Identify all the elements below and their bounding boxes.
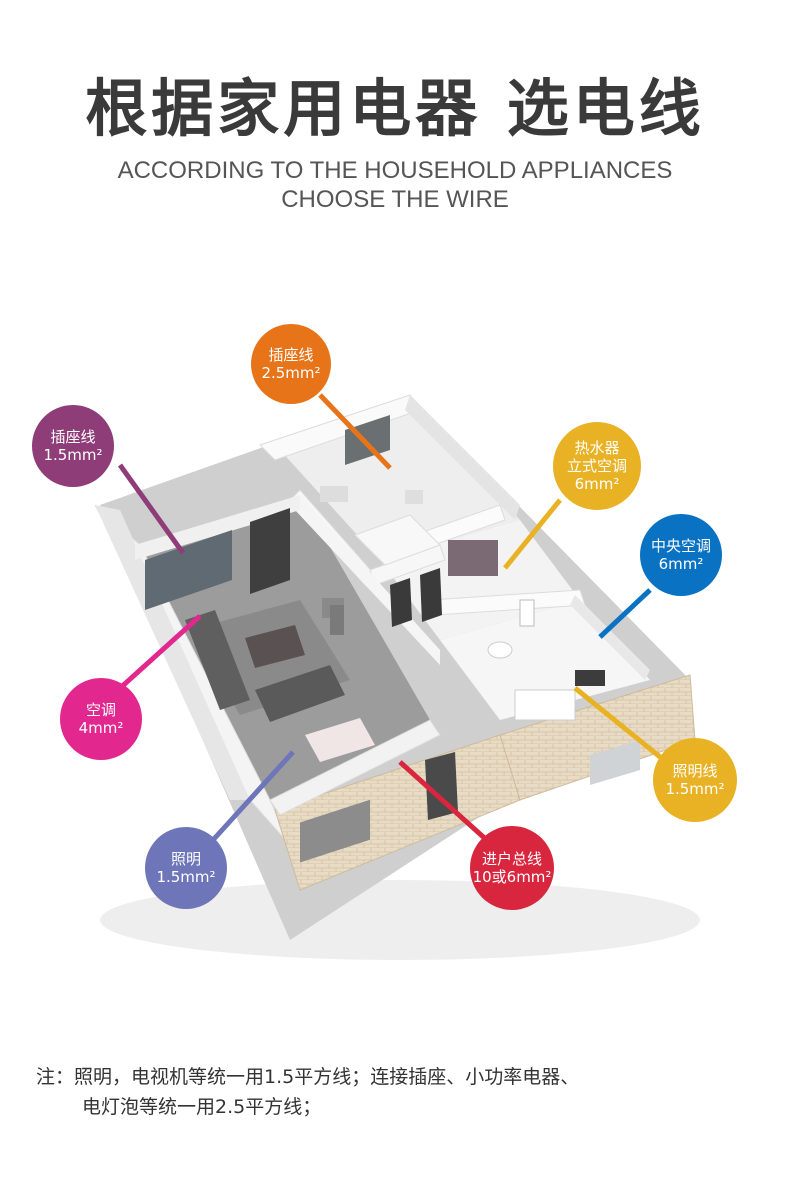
label-water-heater-size: 6mm² xyxy=(574,475,620,493)
nightstand xyxy=(405,490,423,504)
label-socket-1-5-name: 插座线 xyxy=(50,428,96,446)
leader-lighting-wire xyxy=(573,686,672,767)
leader-main-line xyxy=(398,760,492,845)
label-ac-4-name: 空调 xyxy=(85,701,116,719)
bedroom-window xyxy=(345,415,390,465)
front-window xyxy=(300,799,370,863)
label-central-ac-name: 中央空调 xyxy=(650,537,711,555)
label-main-line-name: 进户总线 xyxy=(481,850,542,868)
leader-socket-25 xyxy=(318,393,392,470)
leader-central-ac xyxy=(598,588,652,639)
label-water-heater: 热水器 立式空调 6mm² xyxy=(553,422,641,510)
leader-water-heater xyxy=(503,498,562,570)
label-central-ac: 中央空调 6mm² xyxy=(640,514,722,596)
label-socket-2-5-name: 插座线 xyxy=(268,346,314,364)
chair-2 xyxy=(330,605,344,635)
label-socket-1-5: 插座线 1.5mm² xyxy=(32,405,114,487)
label-socket-2-5: 插座线 2.5mm² xyxy=(251,324,331,404)
footnote-line-2: 电灯泡等统一用2.5平方线； xyxy=(82,1096,322,1118)
living-door xyxy=(250,508,290,594)
footnote-line-1: 注：照明，电视机等统一用1.5平方线；连接插座、小功率电器、 xyxy=(36,1066,580,1088)
label-ac-4-size: 4mm² xyxy=(78,719,124,737)
living-window xyxy=(145,530,232,610)
wall-front-living xyxy=(269,719,441,816)
footnote: 注：照明，电视机等统一用1.5平方线；连接插座、小功率电器、 电灯泡等统一用2.… xyxy=(36,1062,756,1122)
sofa-left xyxy=(185,610,250,710)
label-lighting-name: 照明 xyxy=(170,850,201,868)
label-main-line: 进户总线 10或6mm² xyxy=(470,826,554,910)
coffee-table xyxy=(245,625,305,668)
water-heater-unit xyxy=(519,599,535,627)
label-lighting-size: 1.5mm² xyxy=(156,868,216,886)
clothes-rack xyxy=(448,540,498,576)
label-water-heater-name: 热水器 xyxy=(574,439,620,457)
sofa-front xyxy=(255,665,345,722)
label-socket-2-5-size: 2.5mm² xyxy=(261,364,321,382)
wall-bedroom-right xyxy=(405,395,520,520)
bed xyxy=(354,514,441,566)
bathtub xyxy=(514,689,576,721)
label-lighting-wire-size: 1.5mm² xyxy=(665,780,725,798)
page-title: 根据家用电器 选电线 xyxy=(85,72,705,145)
leader-lighting xyxy=(211,750,295,842)
label-socket-1-5-size: 1.5mm² xyxy=(43,446,103,464)
page-subtitle: ACCORDING TO THE HOUSEHOLD APPLIANCES CH… xyxy=(0,156,790,214)
label-central-ac-size: 6mm² xyxy=(658,555,704,573)
label-water-heater-name-2: 立式空调 xyxy=(566,457,627,475)
toilet xyxy=(487,641,513,659)
closet-door xyxy=(390,578,412,627)
front-door xyxy=(425,752,458,820)
label-lighting-wire-name: 照明线 xyxy=(672,762,718,780)
label-main-line-size: 10或6mm² xyxy=(472,868,552,886)
subtitle-line-2: CHOOSE THE WIRE xyxy=(281,186,509,213)
label-ac-4: 空调 4mm² xyxy=(60,678,142,760)
wall-bath-right xyxy=(570,595,650,680)
dining-table xyxy=(305,718,375,762)
desk xyxy=(320,486,348,502)
subtitle-line-1: ACCORDING TO THE HOUSEHOLD APPLIANCES xyxy=(117,157,673,184)
side-window xyxy=(590,740,640,785)
label-lighting-wire: 照明线 1.5mm² xyxy=(653,738,737,822)
left-wall-face xyxy=(95,505,250,800)
label-lighting: 照明 1.5mm² xyxy=(145,827,227,909)
kitchen-unit xyxy=(575,670,605,686)
leader-ac-4 xyxy=(116,614,202,692)
leader-socket-15 xyxy=(117,463,186,555)
hall-door xyxy=(420,568,442,622)
ground-shadow xyxy=(100,880,700,960)
